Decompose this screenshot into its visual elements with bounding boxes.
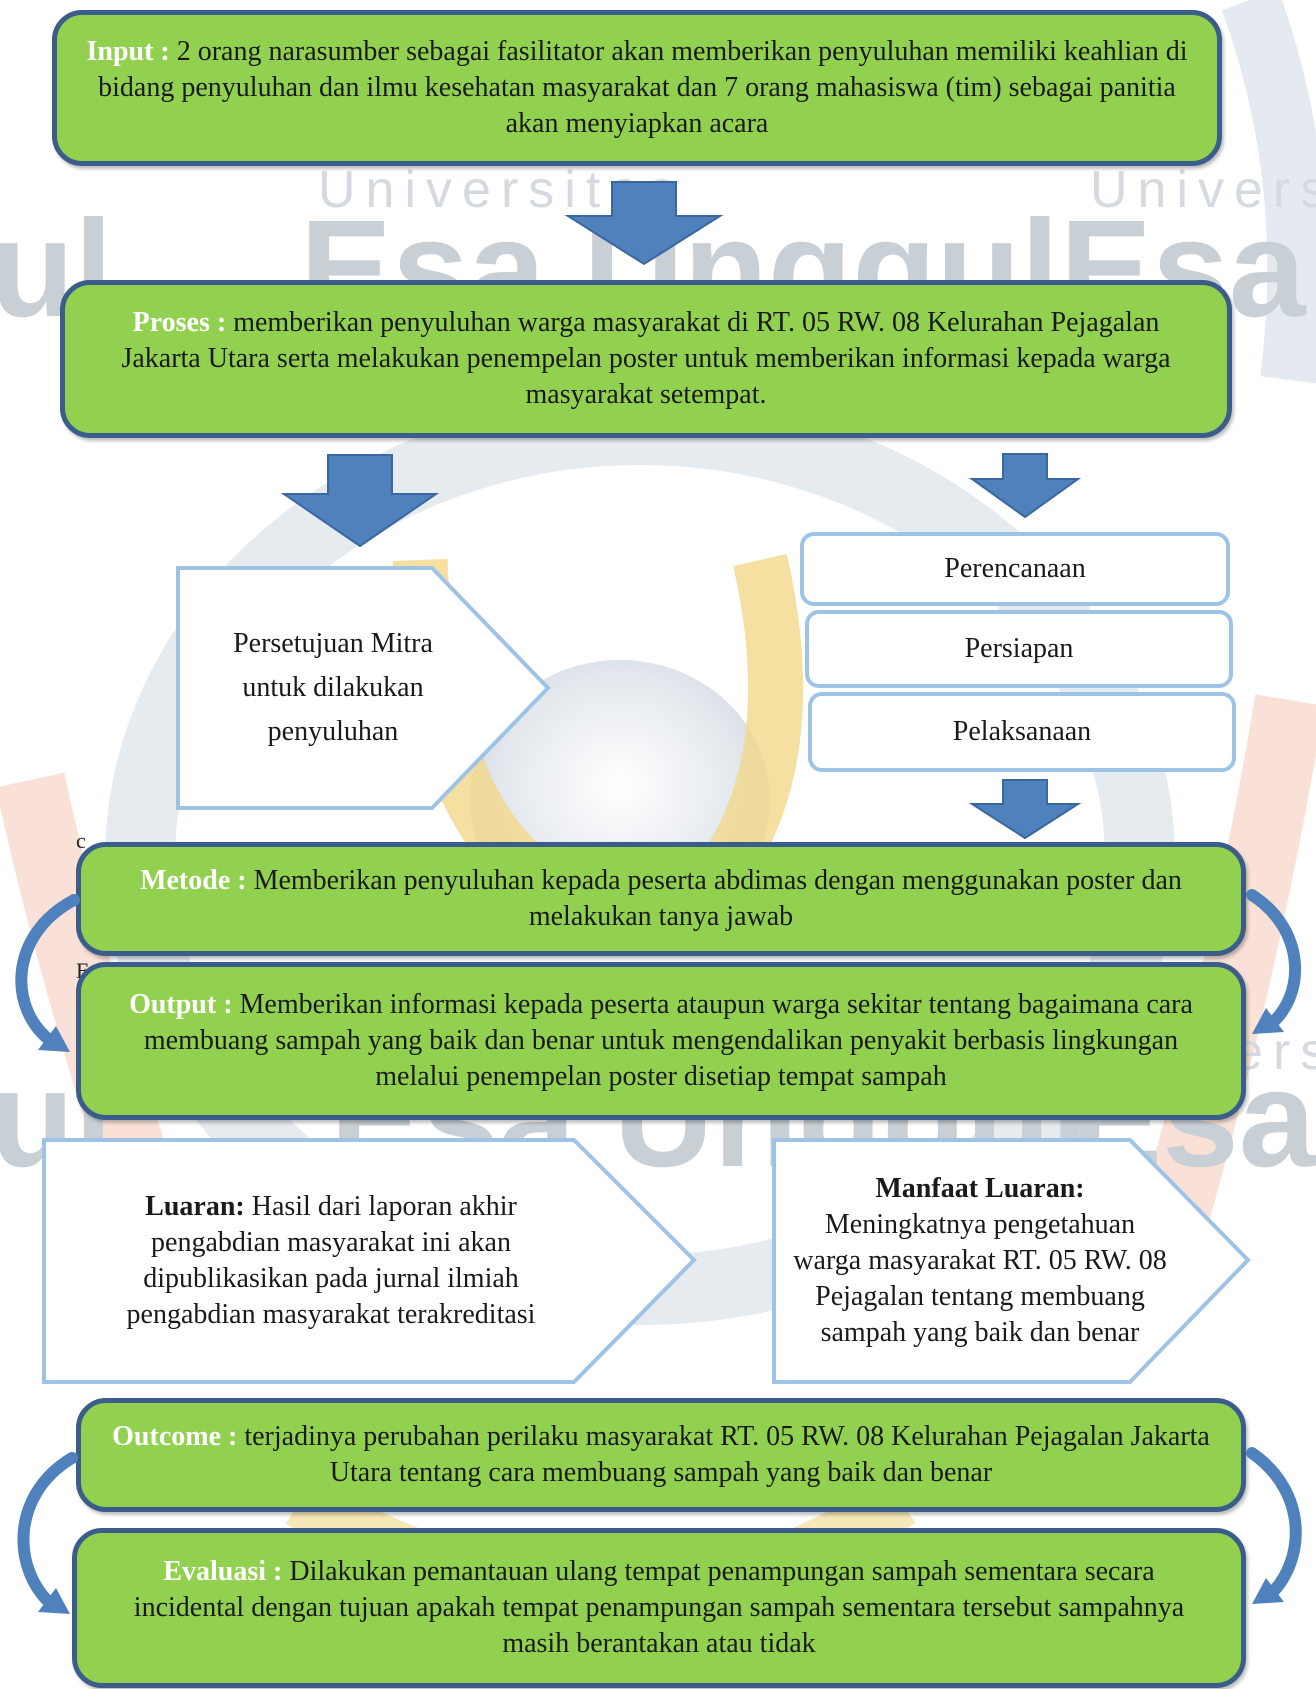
persetujuan-text: Persetujuan Mitra untuk dilakukan penyul… [190,568,476,808]
arrowhead-right-2 [1252,1578,1284,1604]
curved-arrow-metode-output-right [1246,889,1302,1031]
evaluasi-body: Dilakukan pemantauan ulang tempat penamp… [133,1556,1185,1659]
metode-body: Memberikan penyuluhan kepada peserta abd… [246,865,1182,932]
curved-arrow-outcome-evaluasi-right [1246,1447,1302,1601]
persetujuan-line-2: untuk dilakukan [242,672,424,703]
step-perencanaan: Perencanaan [800,532,1230,606]
evaluasi-box: Evaluasi : Dilakukan pemantauan ulang te… [72,1528,1246,1688]
metode-text: Metode : Memberikan penyuluhan kepada pe… [109,863,1213,935]
outcome-text: Outcome : terjadinya perubahan perilaku … [109,1419,1213,1491]
down-arrow-proses-right [968,453,1082,519]
input-box: Input : 2 orang narasumber sebagai fasil… [52,10,1222,166]
input-text: Input : 2 orang narasumber sebagai fasil… [85,34,1189,142]
manfaat-text: Manfaat Luaran: Meningkatnya pengetahuan… [790,1140,1170,1382]
metode-box: Metode : Memberikan penyuluhan kepada pe… [76,842,1246,956]
outcome-body: terjadinya perubahan perilaku masyarakat… [237,1421,1210,1488]
proses-body: memberikan penyuluhan warga masyarakat d… [121,307,1171,410]
watermark-universitas: Universitas [318,161,686,219]
input-label: Input : [86,36,170,67]
luaran-label: Luaran: [145,1191,245,1222]
arrowhead-right-1 [1252,1008,1284,1034]
output-label: Output : [129,989,233,1020]
luaran-text: Luaran: Hasil dari laporan akhir pengabd… [94,1140,568,1382]
persetujuan-line-3: penyuluhan [267,716,399,747]
output-text: Output : Memberikan informasi kepada pes… [109,987,1213,1095]
output-body: Memberikan informasi kepada peserta atau… [143,989,1193,1092]
outcome-label: Outcome : [112,1421,238,1452]
curved-arrow-metode-output-left [15,894,80,1048]
step-pelaksanaan: Pelaksanaan [808,692,1236,772]
step-pelaksanaan-label: Pelaksanaan [952,716,1092,747]
arrowhead-left-2 [38,1588,70,1614]
output-box: Output : Memberikan informasi kepada pes… [76,962,1246,1120]
luaran-paragraph: Luaran: Hasil dari laporan akhir pengabd… [94,1189,568,1333]
proses-box: Proses : memberikan penyuluhan warga mas… [60,280,1232,438]
proses-label: Proses : [132,307,227,338]
down-arrow-steps-metode [968,779,1082,840]
down-arrow-proses-left [280,454,440,548]
persetujuan-line-1: Persetujuan Mitra [233,628,433,659]
curved-arrow-outcome-evaluasi-left [17,1452,78,1611]
watermark-universitas-right: Universi [1090,161,1316,219]
down-arrow-input-proses [564,181,724,266]
arrowhead-left-1 [38,1026,70,1052]
metode-label: Metode : [140,865,247,896]
step-persiapan: Persiapan [805,610,1233,688]
outcome-box: Outcome : terjadinya perubahan perilaku … [76,1398,1246,1512]
step-perencanaan-label: Perencanaan [944,553,1086,584]
step-persiapan-label: Persiapan [964,633,1074,664]
evaluasi-text: Evaluasi : Dilakukan pemantauan ulang te… [105,1554,1213,1662]
input-body: 2 orang narasumber sebagai fasilitator a… [98,36,1188,139]
manfaat-body: Meningkatnya pengetahuan warga masyaraka… [793,1209,1167,1348]
manfaat-label: Manfaat Luaran: [875,1173,1085,1204]
evaluasi-label: Evaluasi : [163,1556,283,1587]
proses-text: Proses : memberikan penyuluhan warga mas… [93,305,1199,413]
